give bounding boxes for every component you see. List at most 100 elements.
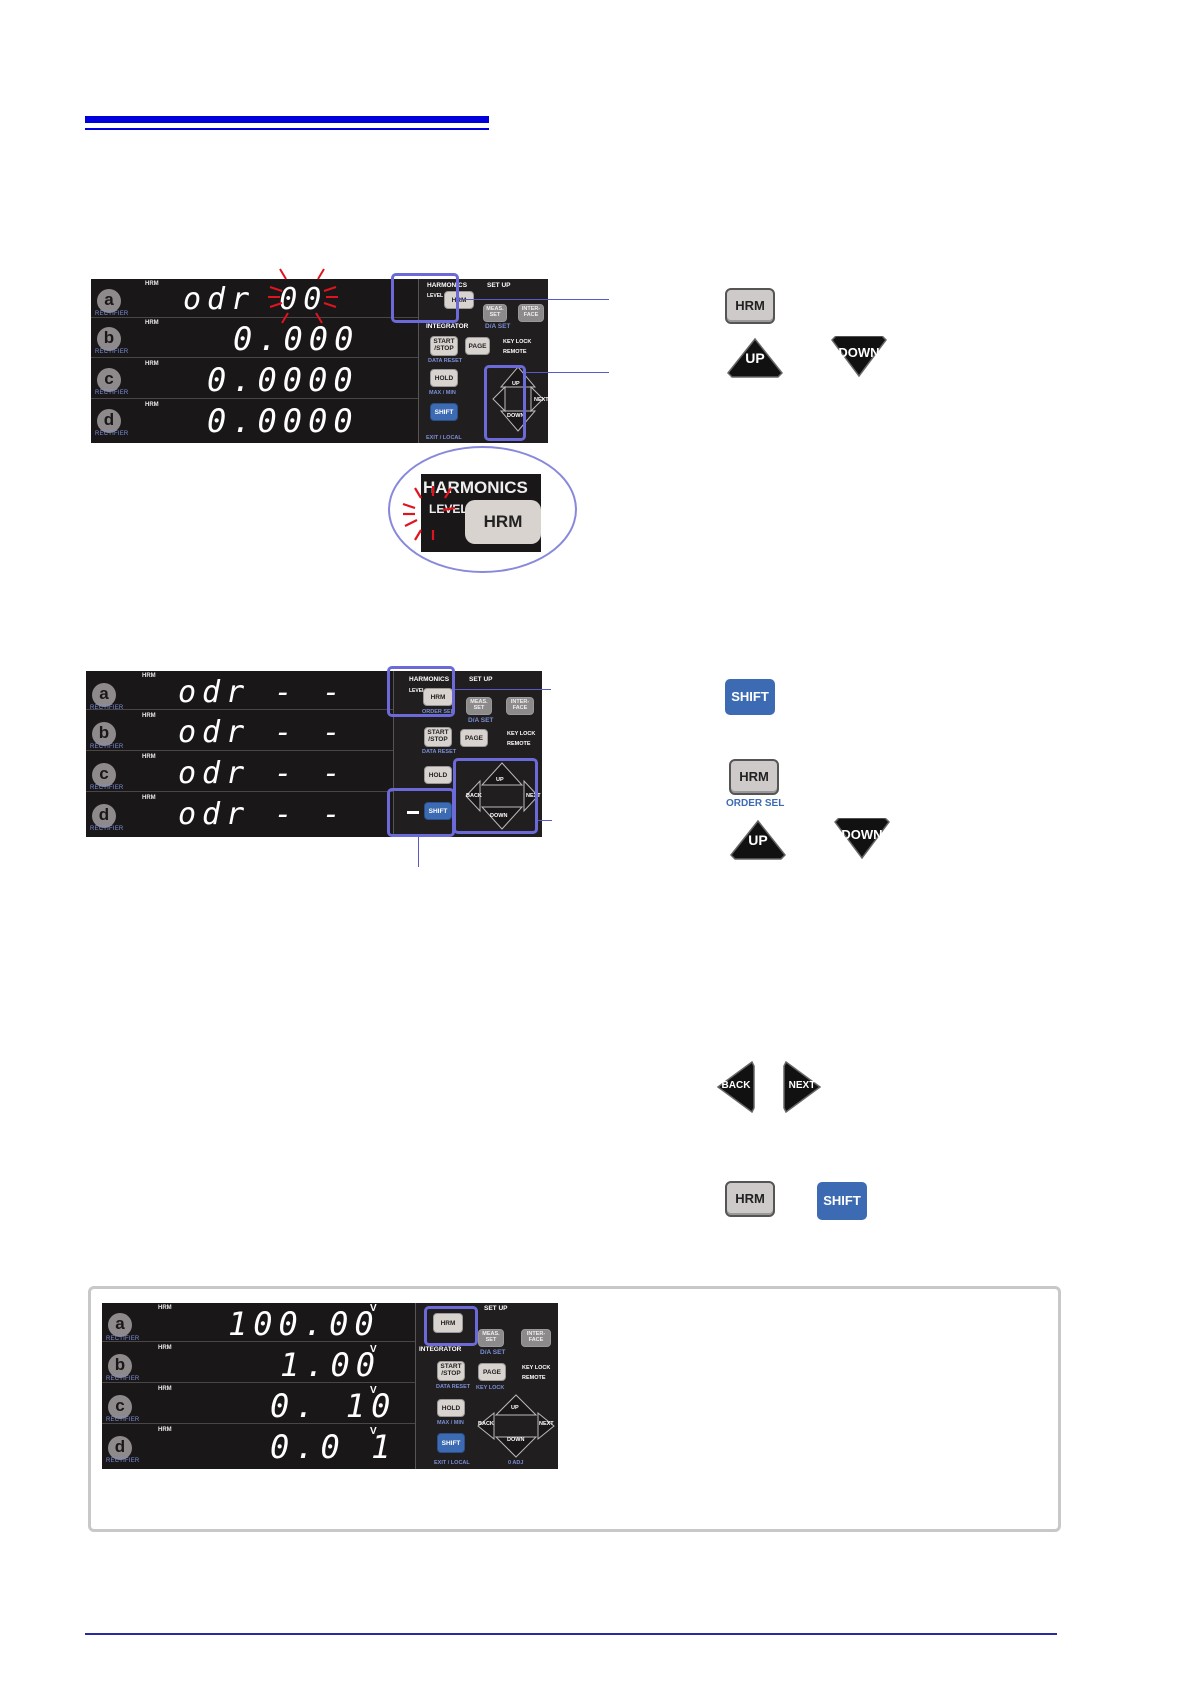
hrm-key-icon: HRM (725, 1181, 775, 1217)
shift-button[interactable]: SHIFT (437, 1433, 465, 1453)
hrm-key-icon: HRM (725, 288, 775, 324)
hrm-button[interactable]: HRM (423, 688, 453, 706)
back-key-icon (716, 1060, 755, 1114)
leader-line (455, 689, 551, 690)
footer-rule (85, 1633, 1057, 1635)
display-value: odr - - (178, 797, 347, 832)
back-key-shape[interactable] (492, 385, 506, 413)
up-key-icon (729, 819, 787, 860)
highlight-hrm (387, 666, 455, 717)
header-rule-thick (85, 116, 489, 123)
hold-button[interactable]: HOLD (424, 766, 452, 784)
interface-button[interactable]: INTER- FACE (521, 1329, 551, 1347)
channel-row-b: b RECTIFIER HRM 1.00 V (102, 1344, 415, 1384)
dpad[interactable] (474, 1393, 558, 1459)
control-section: HARMONICS SET UP LEVEL HRM ORDER SEL MEA… (393, 671, 542, 837)
next-key-shape[interactable] (537, 1411, 555, 1441)
dpad[interactable] (491, 365, 545, 433)
channel-row-a: a RECTIFIER HRM odr 00 (91, 279, 418, 318)
display-value: 100.00 (228, 1305, 380, 1343)
back-key-shape[interactable] (465, 779, 481, 813)
shift-button[interactable]: SHIFT (424, 802, 452, 820)
up-key-shape[interactable] (499, 366, 537, 388)
blink-icon (268, 268, 338, 324)
up-key-shape[interactable] (494, 1394, 538, 1416)
header-rule-thin (85, 128, 489, 130)
down-key-shape[interactable] (494, 1436, 538, 1458)
channel-row-d: d RECTIFIER HRM 0.0000 (95, 402, 359, 440)
leader-line (459, 299, 609, 300)
channel-row-b: b RECTIFIER HRM 0.000 (91, 319, 418, 358)
channel-row-a: a RECTIFIER HRM 100.00 V (102, 1303, 415, 1343)
next-key-icon (783, 1060, 822, 1114)
hrm-key-icon: HRM (729, 759, 779, 795)
display-value: odr - - (178, 715, 347, 750)
interface-button[interactable]: INTER- FACE (506, 697, 534, 715)
control-section: SET UP HRM MEAS. SET INTER- FACE INTEGRA… (415, 1303, 558, 1469)
hold-button[interactable]: HOLD (437, 1399, 465, 1417)
channel-row-c: c RECTIFIER HRM 0.0000 (91, 360, 418, 399)
blink-icon (402, 486, 456, 541)
page-button[interactable]: PAGE (460, 729, 488, 747)
leader-line (526, 372, 609, 373)
zoom-detail: HARMONICS LEVEL HRM (421, 474, 541, 552)
instrument-panel-1: a RECTIFIER HRM odr 00 b RECTIFIER HRM 0… (91, 279, 548, 443)
hold-button[interactable]: HOLD (430, 369, 458, 387)
highlight-hrm (424, 1306, 478, 1346)
channel-row-c: c RECTIFIER HRM 0. 10 V (102, 1385, 415, 1425)
down-key-shape[interactable] (480, 806, 524, 830)
channel-row-d: d RECTIFIER HRM odr - - (90, 795, 347, 832)
start-stop-button[interactable]: START /STOP (424, 727, 452, 747)
channel-row-d: d RECTIFIER HRM 0.0 1 V (106, 1426, 397, 1466)
start-stop-button[interactable]: START /STOP (437, 1361, 465, 1381)
shift-button[interactable]: SHIFT (430, 403, 458, 421)
display-value: 0.000 (233, 320, 360, 358)
display-value: 0. 10 (270, 1387, 397, 1425)
page-button[interactable]: PAGE (478, 1363, 506, 1381)
blink-marks-level (402, 486, 456, 541)
next-key-shape[interactable] (530, 385, 544, 413)
highlight-dpad (453, 758, 538, 834)
channel-a-badge: a (97, 289, 121, 313)
page-button[interactable]: PAGE (465, 337, 490, 355)
display-value: 0.0000 (207, 361, 359, 399)
blink-marks-order (268, 268, 338, 324)
down-key-shape[interactable] (499, 410, 537, 432)
instrument-panel-3: a RECTIFIER HRM 100.00 V b RECTIFIER HRM… (102, 1303, 558, 1469)
zoom-ellipse (388, 446, 577, 573)
shift-key-icon: SHIFT (725, 679, 775, 715)
hrm-key-zoomed: HRM (465, 500, 541, 544)
down-key-icon (834, 818, 890, 860)
display-value: 0.0 1 (270, 1428, 397, 1466)
back-key-shape[interactable] (477, 1411, 495, 1441)
shift-led (407, 811, 419, 814)
interface-button[interactable]: INTER- FACE (518, 304, 544, 322)
order-sel-label: ORDER SEL (726, 798, 785, 809)
channel-row-b: b RECTIFIER HRM odr - - (86, 712, 393, 751)
hrm-button[interactable]: HRM (433, 1313, 463, 1333)
up-key-shape[interactable] (480, 762, 524, 786)
meas-set-button[interactable]: MEAS. SET (478, 1329, 504, 1347)
display-value: odr - - (178, 675, 347, 710)
display-value: 0.0000 (207, 402, 359, 440)
display-value: odr 00 (183, 282, 328, 317)
channel-row-a: a RECTIFIER HRM odr - - (86, 671, 393, 711)
leader-line (418, 837, 419, 867)
leader-line (538, 820, 552, 821)
instrument-panel-2: a RECTIFIER HRM odr - - b RECTIFIER HRM … (86, 671, 542, 837)
highlight-hrm (391, 273, 459, 323)
up-key-icon (726, 337, 784, 378)
down-key-icon (831, 336, 887, 378)
control-section: HARMONICS LEVEL SET UP HRM MEAS. SET INT… (418, 279, 548, 443)
next-key-shape[interactable] (523, 779, 539, 813)
channel-row-c: c RECTIFIER HRM odr - - (86, 753, 393, 792)
dpad[interactable] (462, 759, 542, 831)
highlight-shift (387, 788, 455, 837)
highlight-updown (484, 365, 526, 441)
meas-set-button[interactable]: MEAS. SET (466, 697, 492, 715)
start-stop-button[interactable]: START /STOP (430, 336, 458, 356)
hrm-button[interactable]: HRM (444, 291, 474, 309)
meas-set-button[interactable]: MEAS. SET (483, 304, 507, 322)
note-box (88, 1286, 1061, 1532)
display-value: odr - - (178, 756, 347, 791)
